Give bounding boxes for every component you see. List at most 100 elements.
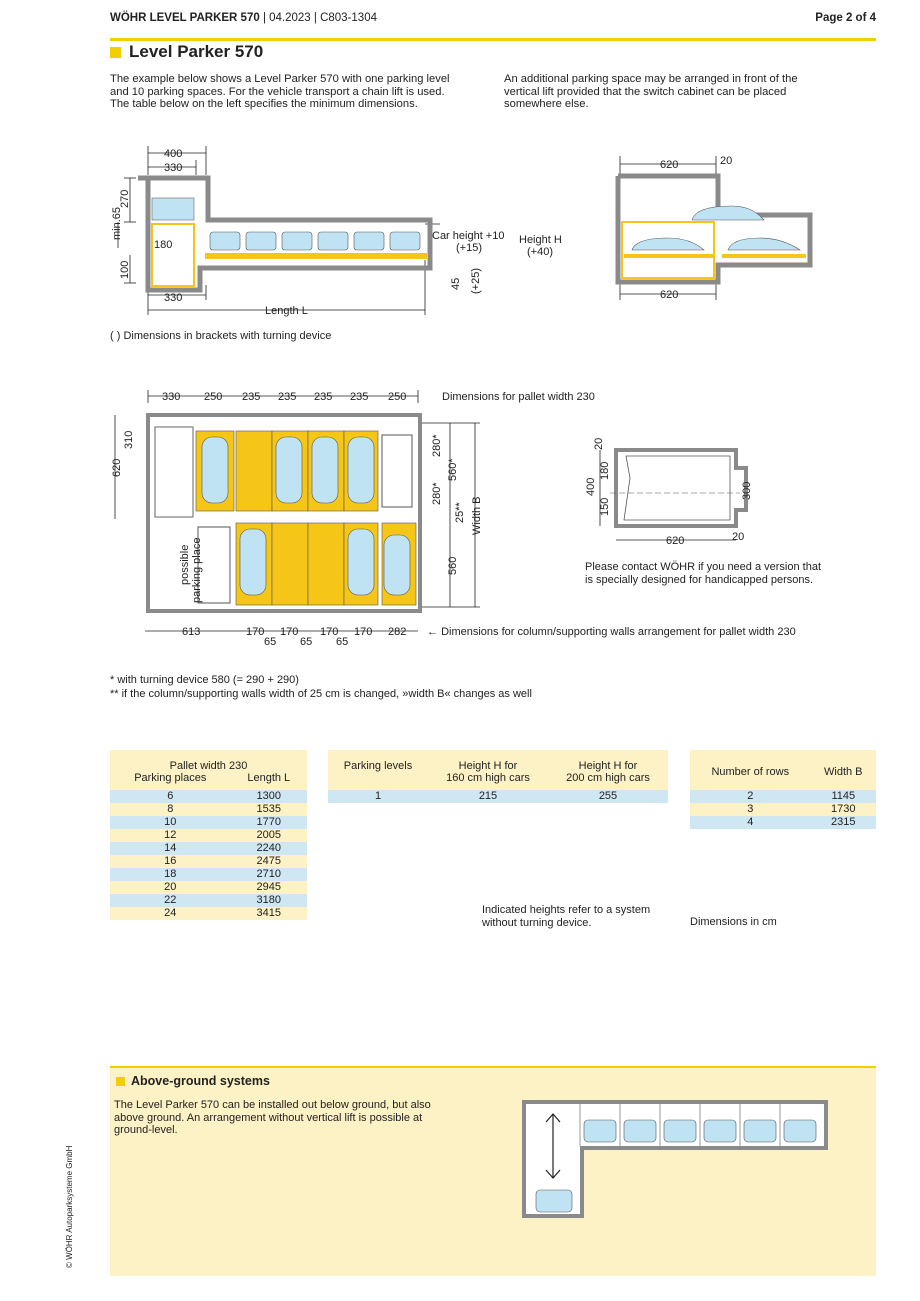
dim-330-top: 330 bbox=[164, 162, 182, 174]
table3-col-width: Width B bbox=[810, 750, 876, 790]
plan-bottom-170-d: 170 bbox=[354, 626, 372, 638]
hc-dim-20-b: 20 bbox=[732, 531, 744, 543]
cell: 6 bbox=[110, 790, 231, 803]
hc-dim-180: 180 bbox=[599, 462, 611, 480]
hc-dim-620: 620 bbox=[666, 535, 684, 547]
plan-cars bbox=[201, 436, 411, 596]
cell: 1300 bbox=[230, 790, 307, 803]
above-ground-text: The Level Parker 570 can be installed ou… bbox=[114, 1099, 431, 1136]
cell: 2475 bbox=[230, 855, 307, 868]
plan-dim-250-b: 250 bbox=[388, 391, 406, 403]
dim-180: 180 bbox=[154, 239, 172, 251]
plan-parking-place: parking place bbox=[191, 538, 203, 603]
dim-45-text: 45 bbox=[450, 277, 462, 290]
dim-400: 400 bbox=[164, 148, 182, 160]
hc-dim-300: 300 bbox=[741, 482, 753, 500]
cell: 16 bbox=[110, 855, 231, 868]
doc-meta: | 04.2023 | C803-1304 bbox=[259, 12, 377, 24]
plan-dim-330: 330 bbox=[162, 391, 180, 403]
table1-title: Pallet width 230 bbox=[110, 750, 307, 772]
cell: 18 bbox=[110, 868, 231, 881]
header-rule bbox=[110, 38, 876, 41]
dim-270: 270 bbox=[119, 190, 131, 208]
cell: 1730 bbox=[810, 803, 876, 816]
dim-45: 45 bbox=[450, 278, 462, 290]
dim-620-bottom: 620 bbox=[660, 289, 678, 301]
cell: 2315 bbox=[810, 816, 876, 829]
footnote-1: * with turning device 580 (= 290 + 290) bbox=[110, 674, 299, 686]
car-height-label: Car height +10(+15) bbox=[432, 230, 504, 254]
car-height-sub: (+15) bbox=[456, 242, 482, 254]
footnote-2: ** if the column/supporting walls width … bbox=[110, 688, 532, 700]
cell: 24 bbox=[110, 907, 231, 920]
hc-dim-150: 150 bbox=[599, 498, 611, 516]
cell: 4 bbox=[690, 816, 811, 829]
intro-right: An additional parking space may be arran… bbox=[504, 73, 798, 111]
above-ground-marker bbox=[116, 1076, 125, 1086]
height-h-label: Height H(+40) bbox=[519, 234, 562, 258]
handicap-drawing: 20 180 400 150 300 620 20 bbox=[585, 438, 753, 547]
table2-col-200-b: 200 cm high cars bbox=[566, 772, 650, 784]
plan-drawing: 330 250 235 235 235 235 250 Dimensions f… bbox=[111, 390, 595, 648]
plan-sub-65-a: 65 bbox=[264, 636, 276, 648]
plan-bottom-note-text: Dimensions for column/supporting walls a… bbox=[441, 626, 796, 638]
dim-20: 20 bbox=[720, 155, 732, 167]
dim-620-top: 620 bbox=[660, 159, 678, 171]
plan-bottom-note: ← Dimensions for column/supporting walls… bbox=[427, 626, 796, 638]
title-marker bbox=[110, 46, 121, 58]
table2-col-160-a: Height H for bbox=[458, 760, 518, 772]
dim-length-l: Length L bbox=[265, 305, 308, 317]
cell: 2005 bbox=[230, 829, 307, 842]
plan-top-note: Dimensions for pallet width 230 bbox=[442, 391, 595, 403]
cell: 22 bbox=[110, 894, 231, 907]
brand-name: WÖHR LEVEL PARKER 570 bbox=[110, 12, 260, 24]
section-cars bbox=[209, 231, 421, 251]
plan-dim-235-b: 235 bbox=[278, 391, 296, 403]
cell: 1 bbox=[328, 790, 428, 803]
plan-bottom-613: 613 bbox=[182, 626, 200, 638]
plan-dim-280-b: 280* bbox=[431, 482, 443, 505]
plan-width-b: Width B bbox=[471, 496, 483, 535]
cell: 12 bbox=[110, 829, 231, 842]
bracket-note: ( ) Dimensions in brackets with turning … bbox=[110, 330, 332, 342]
plan-sub-65-b: 65 bbox=[300, 636, 312, 648]
above-ground-title: Above-ground systems bbox=[116, 1074, 270, 1088]
cell: 255 bbox=[547, 790, 668, 803]
section-drawing: 400 330 270 min.65 180 100 330 Length L bbox=[111, 146, 440, 317]
cell: 2945 bbox=[230, 881, 307, 894]
lift-arrow-icon bbox=[545, 1113, 561, 1179]
cell: 10 bbox=[110, 816, 231, 829]
plan-bottom-282: 282 bbox=[388, 626, 406, 638]
document-header: WÖHR LEVEL PARKER 570 | 04.2023 | C803-1… bbox=[110, 12, 377, 24]
cell: 2 bbox=[690, 790, 811, 803]
copyright: © WÖHR Autoparksysteme GmbH bbox=[65, 1145, 74, 1268]
plan-sub-65-c: 65 bbox=[336, 636, 348, 648]
car-height-text: Car height +10 bbox=[432, 230, 505, 242]
cell: 2710 bbox=[230, 868, 307, 881]
intro-left: The example below shows a Level Parker 5… bbox=[110, 73, 450, 111]
section-drawing-right: 620 20 620 bbox=[615, 155, 813, 301]
cell: 2240 bbox=[230, 842, 307, 855]
plan-dim-250-a: 250 bbox=[204, 391, 222, 403]
table1-col-places: Parking places bbox=[110, 772, 231, 790]
plan-bottom-170-c: 170 bbox=[320, 626, 338, 638]
above-ground-title-text: Above-ground systems bbox=[131, 1074, 270, 1088]
table2-col-levels: Parking levels bbox=[328, 750, 428, 790]
plan-bottom-170-a: 170 bbox=[246, 626, 264, 638]
cell: 3180 bbox=[230, 894, 307, 907]
page-title: Level Parker 570 bbox=[110, 42, 263, 62]
